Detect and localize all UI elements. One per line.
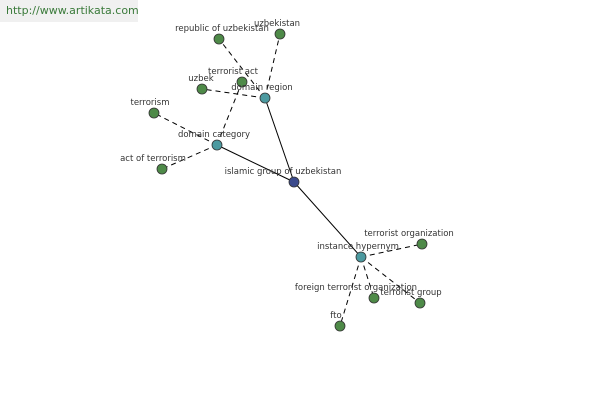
edge-domain_category-terrorism	[153, 112, 218, 146]
node-fto[interactable]	[334, 320, 346, 332]
label-uzbekistan: uzbekistan	[254, 19, 300, 29]
edge-center-domain_region	[264, 97, 295, 183]
edge-domain_category-act_of_terrorism	[161, 144, 218, 170]
node-republic-of-uzbekistan[interactable]	[213, 33, 225, 45]
graph-nodes	[148, 28, 428, 332]
label-terrorism: terrorism	[131, 98, 170, 108]
node-terrorist-organization[interactable]	[416, 238, 428, 250]
edge-instance_hypernym-terrorist_organization	[360, 243, 423, 258]
label-act-of-terrorism: act of terrorism	[120, 154, 186, 164]
node-terrorism[interactable]	[148, 107, 160, 119]
graph-edges	[153, 33, 423, 327]
label-instance-hypernym: instance hypernym	[317, 242, 399, 252]
watermark-url: http://www.artikata.com	[0, 0, 139, 22]
node-domain-category[interactable]	[211, 139, 223, 151]
edge-domain_region-republic_of_uzbekistan	[218, 38, 266, 99]
node-uzbekistan[interactable]	[274, 28, 286, 40]
node-instance-hypernym[interactable]	[355, 251, 367, 263]
node-uzbek[interactable]	[196, 83, 208, 95]
label-uzbek: uzbek	[188, 74, 213, 84]
edge-instance_hypernym-terrorist_group	[360, 256, 421, 304]
label-fto: fto	[330, 311, 341, 321]
edge-domain_region-uzbekistan	[264, 33, 281, 99]
node-foreign-terrorist-organization[interactable]	[368, 292, 380, 304]
edge-center-domain_category	[216, 144, 295, 183]
edge-instance_hypernym-foreign_terrorist_organization	[360, 256, 375, 299]
edge-domain_region-uzbek	[201, 88, 266, 99]
label-terrorist-act: terrorist act	[208, 67, 259, 77]
node-center[interactable]	[288, 176, 300, 188]
edge-instance_hypernym-fto	[339, 256, 362, 327]
graph-labels: islamic group of uzbekistan domain region…	[120, 19, 454, 321]
label-terrorist-organization: terrorist organization	[364, 229, 454, 239]
label-terrorist-group: terrorist group	[380, 288, 441, 298]
label-center: islamic group of uzbekistan	[225, 167, 342, 177]
label-domain-category: domain category	[178, 130, 250, 140]
label-foreign-terrorist-organization: foreign terrorist organization	[295, 283, 417, 293]
node-domain-region[interactable]	[259, 92, 271, 104]
node-terrorist-act[interactable]	[236, 76, 248, 88]
edge-domain_category-terrorist_act	[216, 81, 243, 146]
edge-center-instance_hypernym	[293, 181, 362, 258]
node-terrorist-group[interactable]	[414, 297, 426, 309]
node-act-of-terrorism[interactable]	[156, 163, 168, 175]
label-republic-of-uzbekistan: republic of uzbekistan	[175, 24, 269, 34]
label-domain-region: domain region	[231, 83, 292, 93]
